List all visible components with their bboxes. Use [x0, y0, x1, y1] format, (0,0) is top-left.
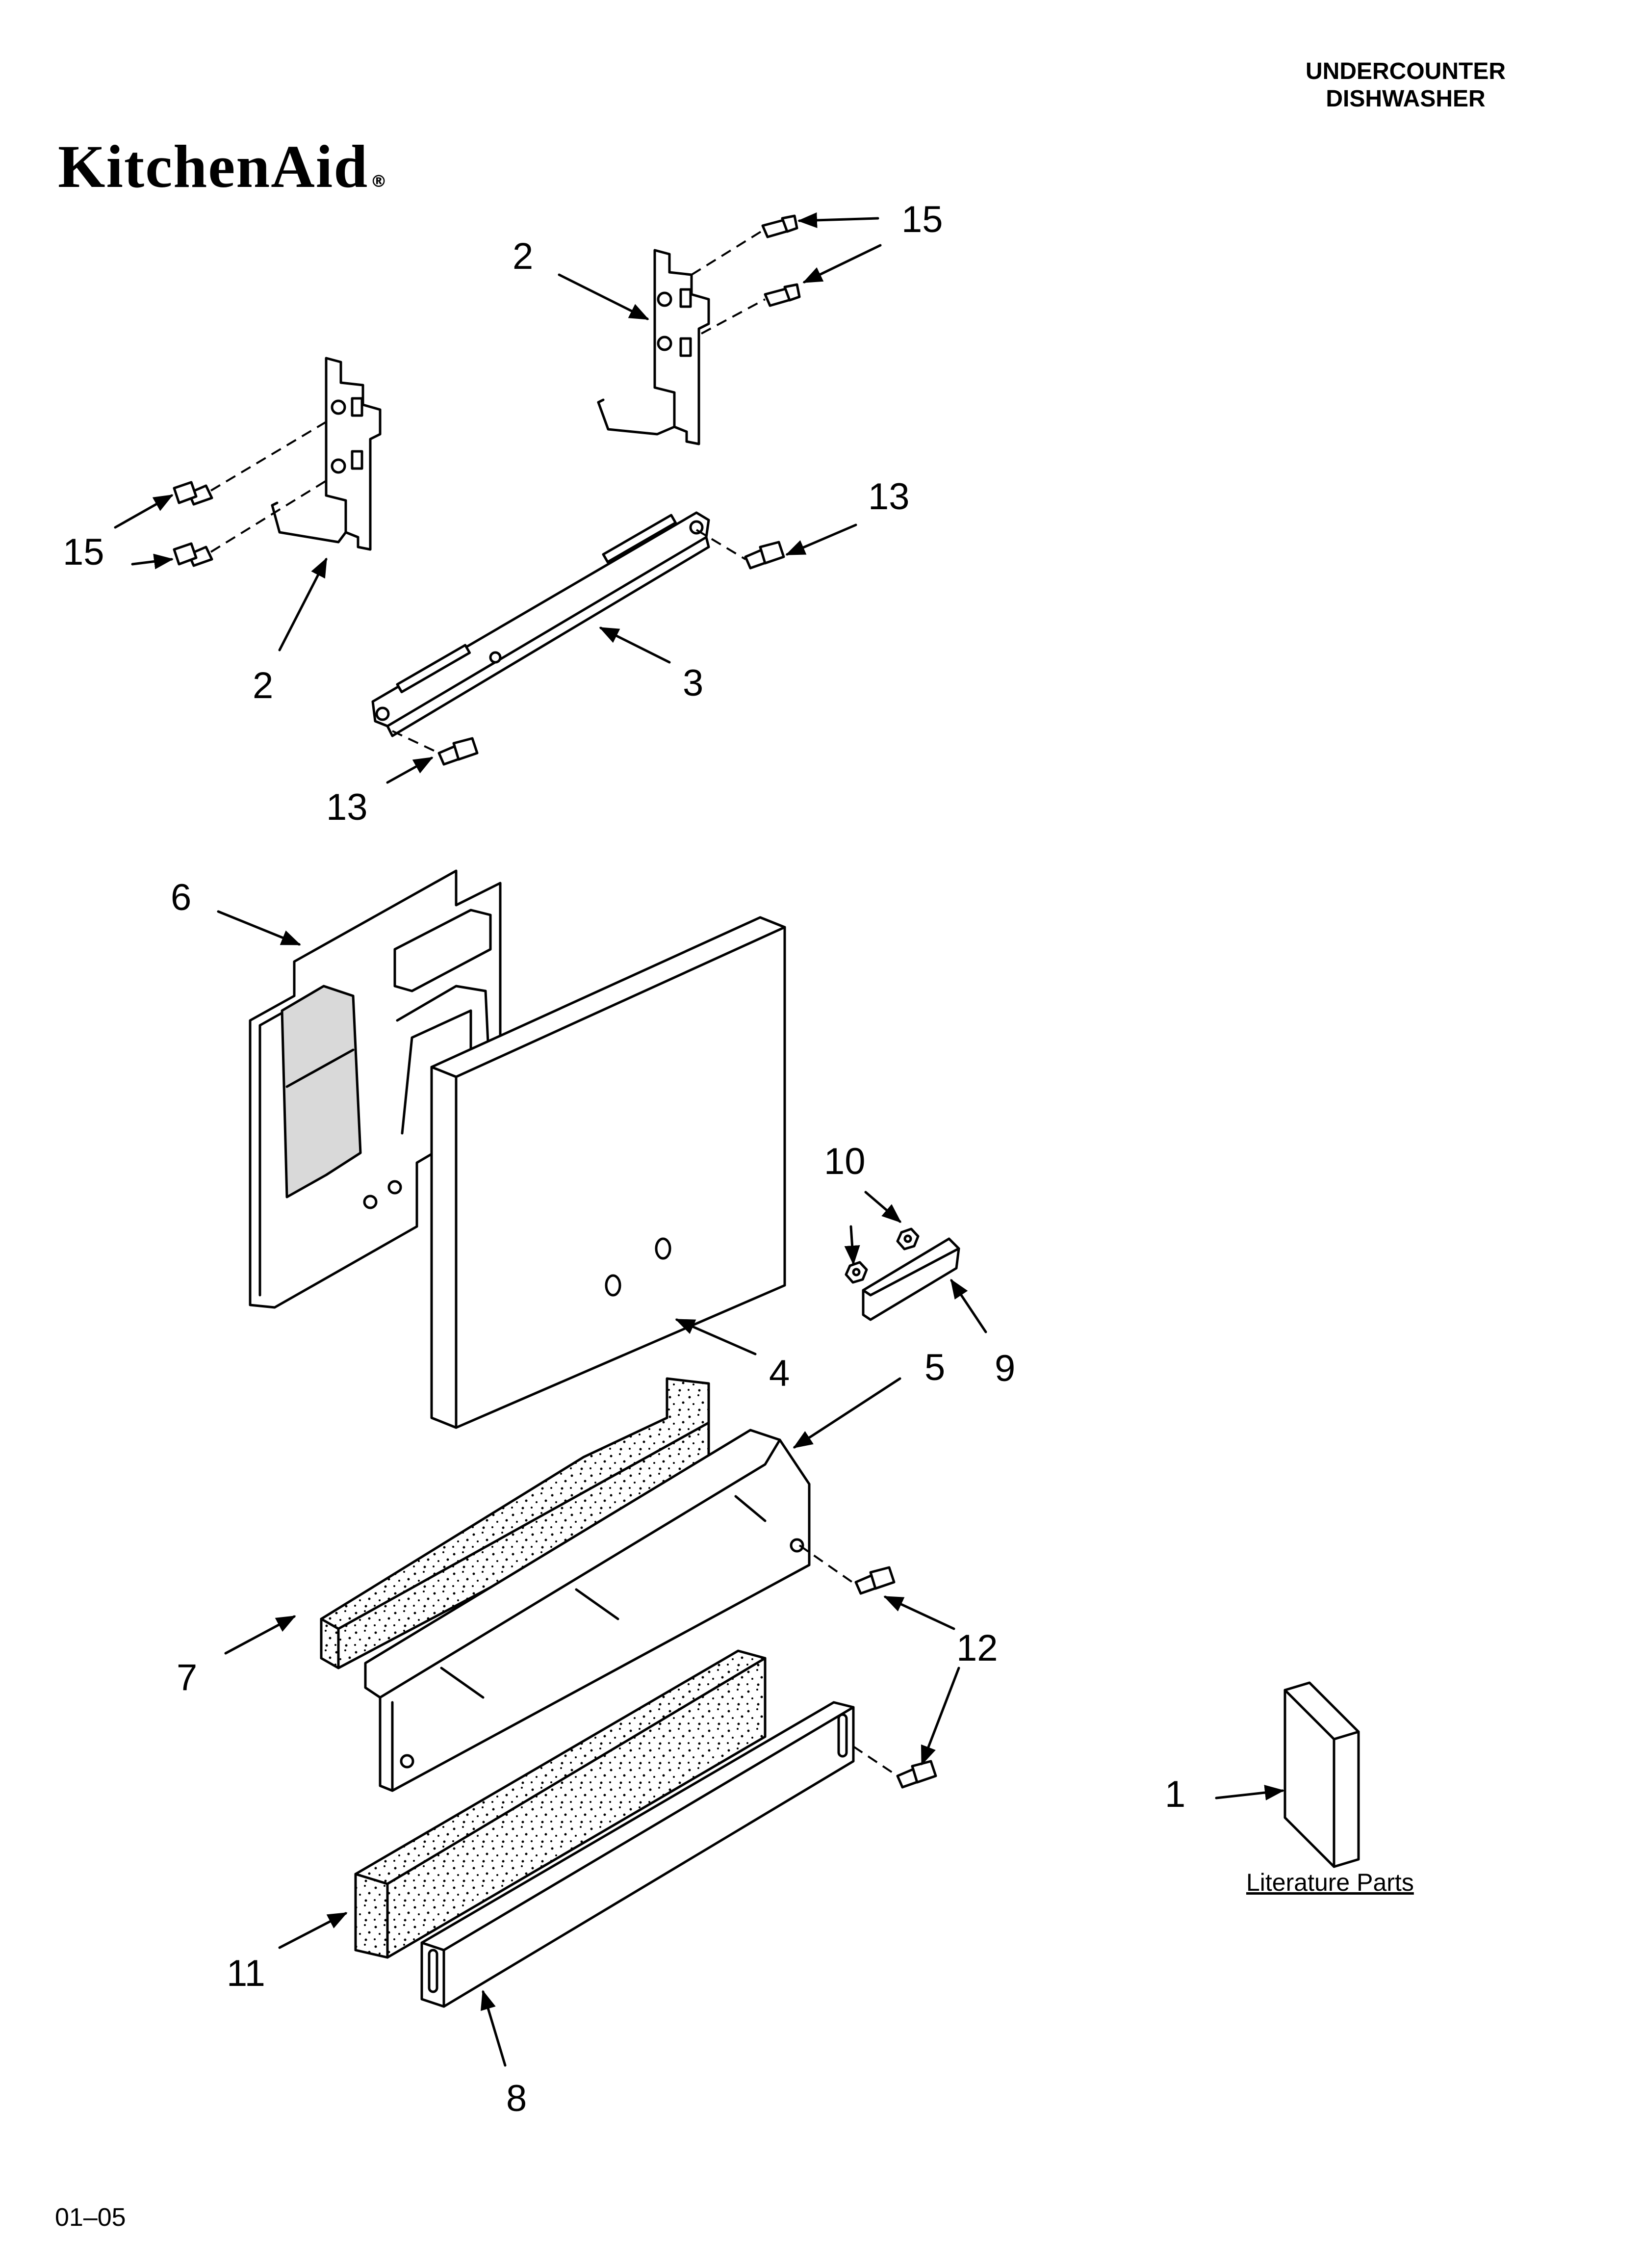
revision-code: 01–05	[55, 2203, 126, 2232]
hex-nut-lower	[845, 1261, 868, 1284]
brand-logo-text: KitchenAid	[58, 133, 369, 200]
screw-toe-panel	[854, 1566, 896, 1595]
foam-insulation-upper	[320, 1377, 710, 1669]
callout-1: 1	[1165, 1773, 1186, 1815]
callout-6: 6	[171, 877, 192, 918]
door-handle-trim	[862, 1237, 960, 1321]
callout-15-left: 15	[63, 531, 104, 573]
callout-10: 10	[824, 1141, 866, 1182]
door-hinge-bracket-left	[271, 357, 382, 551]
callout-2-top: 2	[513, 235, 534, 277]
door-support-rail	[371, 511, 710, 737]
callout-15-top: 15	[901, 199, 943, 240]
callout-12: 12	[956, 1627, 998, 1669]
kick-plate	[420, 1701, 855, 2008]
inner-door-liner	[249, 869, 502, 1309]
title-line-1: UNDERCOUNTER	[1306, 58, 1506, 84]
screw-rail-right	[744, 541, 785, 570]
screw-left-1	[173, 481, 213, 506]
foam-insulation-lower	[354, 1649, 767, 1959]
leader-lines	[114, 212, 1284, 2067]
screw-kick-plate	[896, 1760, 937, 1789]
screw-left-2	[173, 542, 213, 567]
door-hinge-bracket-right	[597, 249, 710, 445]
callout-13-left: 13	[326, 786, 368, 828]
callout-8: 8	[506, 2078, 527, 2119]
hex-nut-upper	[896, 1227, 920, 1251]
callout-3: 3	[683, 662, 704, 704]
product-type-title: UNDERCOUNTER DISHWASHER	[1234, 58, 1577, 113]
literature-booklet	[1283, 1681, 1360, 1868]
title-line-2: DISHWASHER	[1326, 86, 1486, 112]
screw-rail-left	[437, 737, 479, 766]
callout-4: 4	[769, 1353, 790, 1394]
brand-logo: KitchenAid®	[58, 136, 388, 197]
registered-mark: ®	[370, 172, 388, 191]
callout-13-right: 13	[868, 476, 910, 518]
literature-parts-label: Literature Parts	[1246, 1869, 1414, 1896]
toe-panel-bracket	[364, 1429, 811, 1792]
callout-9: 9	[995, 1348, 1016, 1389]
screw-top-1	[761, 214, 798, 238]
callout-5: 5	[924, 1347, 946, 1388]
callout-11: 11	[227, 1953, 265, 1994]
outer-door-panel	[430, 916, 786, 1429]
callout-2-left: 2	[253, 665, 274, 706]
callout-7: 7	[177, 1657, 198, 1698]
screw-top-2	[764, 283, 801, 307]
